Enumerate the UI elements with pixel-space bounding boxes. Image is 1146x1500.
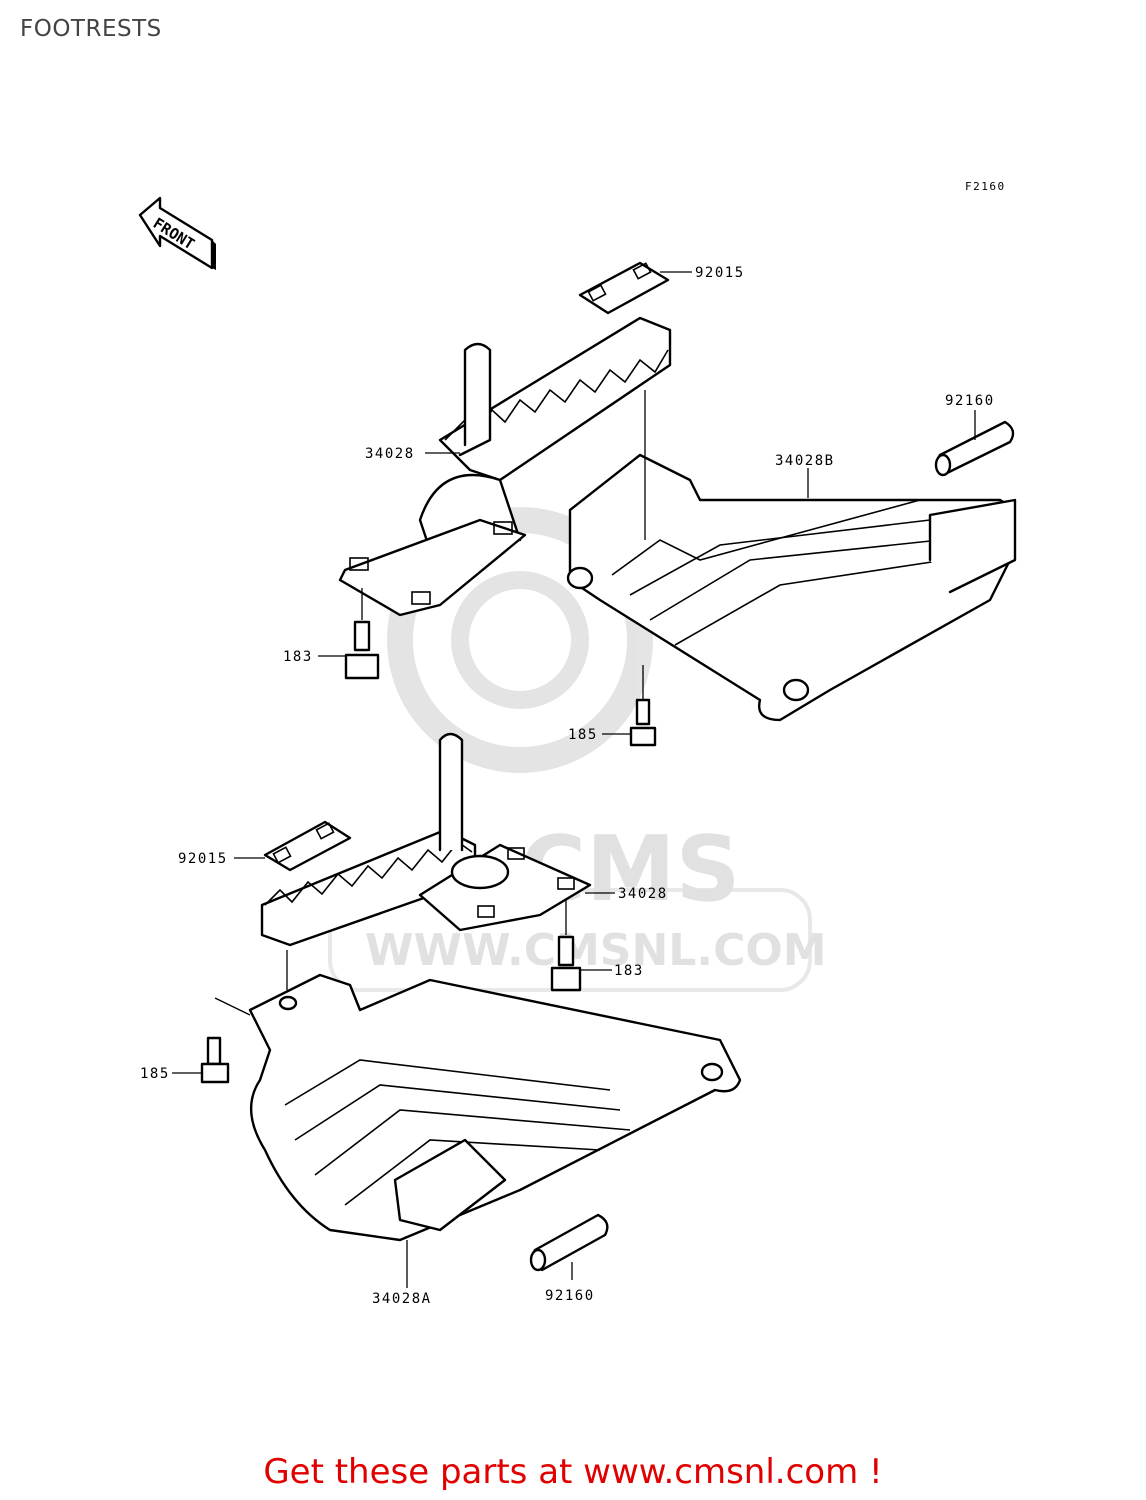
page-title: FOOTRESTS — [20, 16, 162, 42]
callout-label: 92160 — [545, 1288, 595, 1304]
callout-34028-lower: 34028 — [585, 886, 668, 902]
callout-label: 34028 — [365, 446, 415, 462]
callout-183-lower: 183 — [580, 963, 644, 979]
callout-92015-lower: 92015 — [178, 851, 265, 867]
footpeg-lower — [260, 732, 592, 947]
callout-label: 92015 — [178, 851, 228, 867]
rubber-pad-upper — [578, 261, 670, 315]
spacer-92160-upper — [934, 410, 1015, 477]
callout-label: 183 — [614, 963, 644, 979]
callout-34028-upper: 34028 — [365, 446, 460, 462]
callout-label: 34028B — [775, 453, 835, 469]
callout-92160-lower: 92160 — [545, 1262, 595, 1304]
shop-link[interactable]: Get these parts at www.cmsnl.com ! — [263, 1452, 883, 1492]
callout-label: 183 — [283, 649, 313, 665]
spacer-92160-lower — [529, 1213, 609, 1272]
callout-183-upper: 183 — [283, 649, 346, 665]
front-arrow-icon: FRONT — [138, 196, 216, 270]
rubber-pad-lower — [263, 820, 352, 872]
callout-34028a: 34028A — [372, 1240, 432, 1307]
footrest-frame-34028b — [566, 453, 1017, 722]
figure-id: F2160 — [965, 180, 1006, 193]
bolt-183-upper — [344, 588, 380, 680]
callout-label: 92015 — [695, 265, 745, 281]
callout-34028b: 34028B — [775, 453, 835, 498]
callout-label: 34028A — [372, 1291, 432, 1307]
callout-92015-upper: 92015 — [660, 265, 745, 281]
callout-label: 92160 — [945, 393, 995, 409]
callout-label: 185 — [568, 727, 598, 743]
footrest-frame-34028a — [248, 973, 742, 1242]
watermark: CMS WWW.CMSNL.COM — [328, 507, 827, 992]
footpeg-upper — [338, 316, 672, 617]
callout-185-lower: 185 — [140, 1066, 202, 1082]
callout-label: 34028 — [618, 886, 668, 902]
callout-185-upper: 185 — [568, 727, 632, 743]
bolt-185-upper — [629, 665, 657, 747]
bolt-183-lower — [550, 900, 582, 992]
callout-label: 185 — [140, 1066, 170, 1082]
callout-92160-upper: 92160 — [945, 393, 995, 409]
bolt-185-lower — [200, 997, 251, 1084]
watermark-url: WWW.CMSNL.COM — [365, 925, 827, 976]
